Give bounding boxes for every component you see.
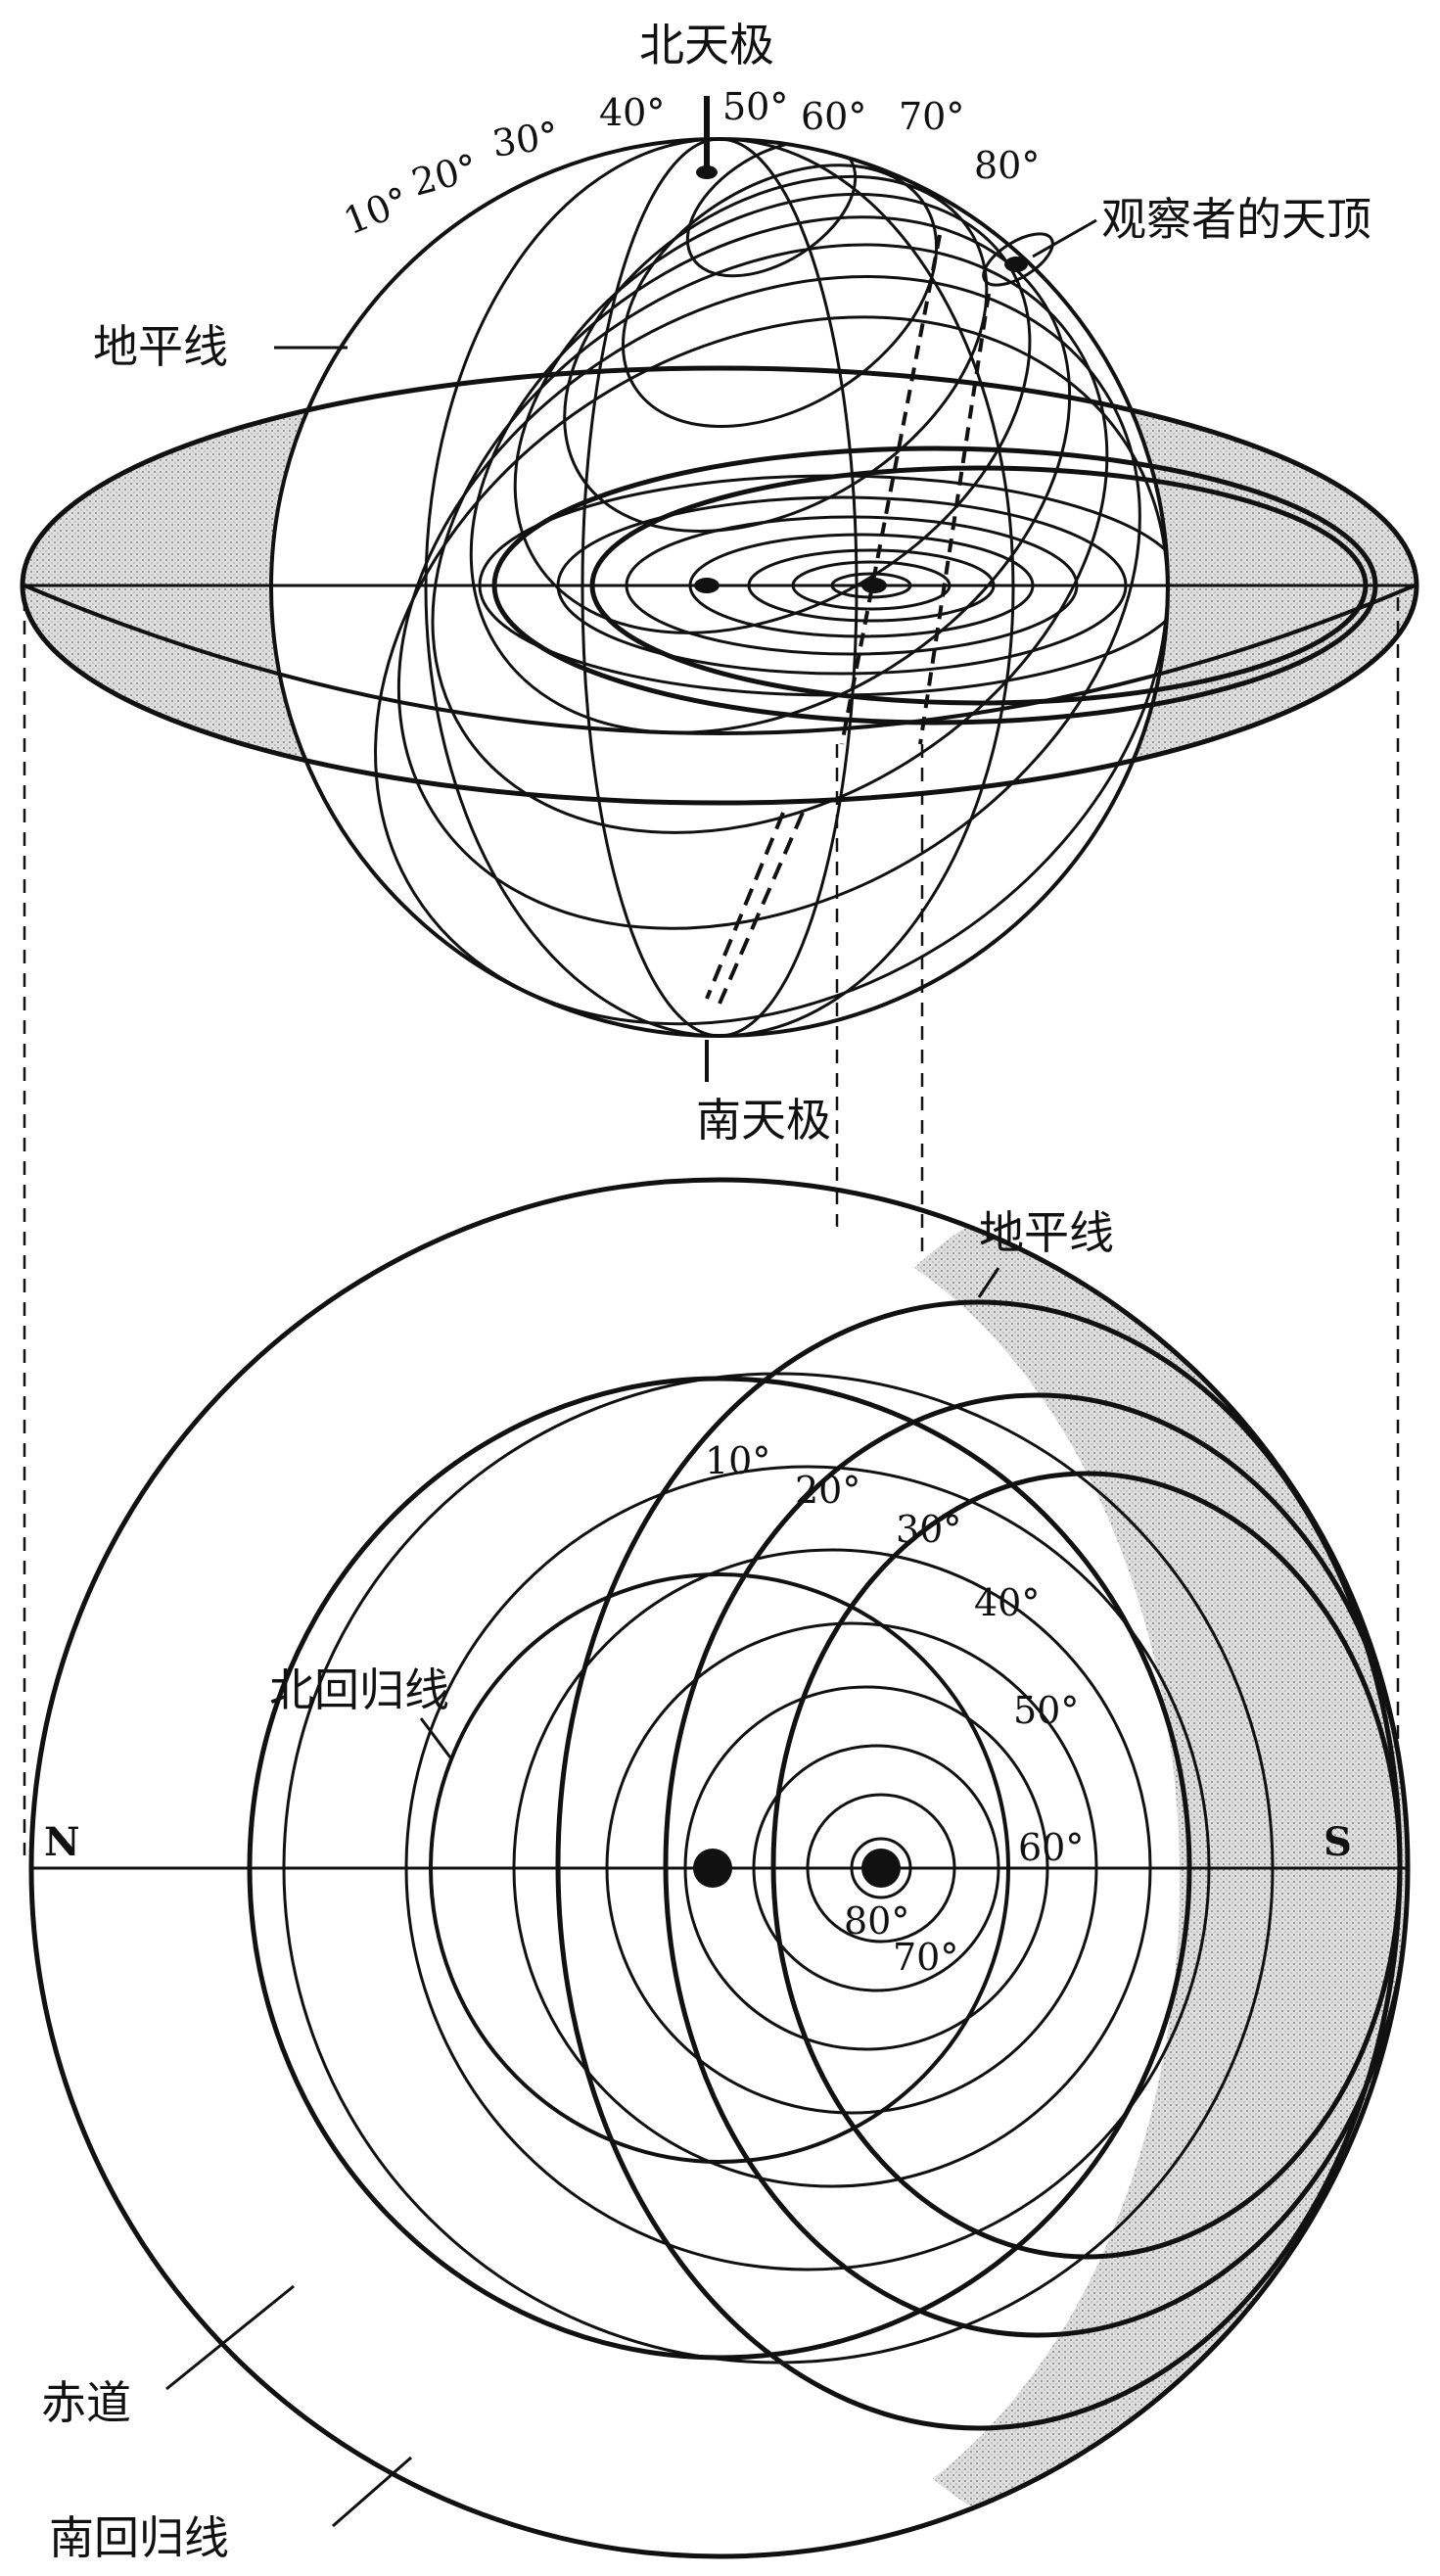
top-center-dot: [694, 578, 720, 593]
equator-label: 赤道: [41, 2376, 131, 2429]
zenith-leader: [1032, 218, 1097, 258]
zenith-ellipse: [982, 232, 1054, 287]
south-pole-label: 南天极: [696, 1094, 831, 1147]
tropic-capricorn-label: 南回归线: [49, 2511, 229, 2564]
south-axis-2: [705, 812, 785, 1000]
top-deg-40: 40°: [599, 91, 665, 134]
bottom-deg-20: 20°: [795, 1469, 860, 1512]
zenith-dashed-lines: [840, 234, 991, 745]
top-altitude-circle-70: [621, 164, 939, 429]
bottom-pole-dot: [693, 1849, 732, 1888]
bottom-deg-60: 60°: [1018, 1826, 1084, 1869]
top-altitude-circle-20: [396, 275, 1141, 930]
bottom-deg-10: 10°: [705, 1439, 770, 1482]
zenith-drop-2: [918, 293, 991, 745]
south-label: S: [1324, 1819, 1352, 1865]
equator-leader: [165, 2284, 295, 2391]
bottom-horizon-ellipse-3: [770, 1471, 1403, 2260]
top-celestial-sphere-figure: 北天极 南天极 观察者的天顶 地平线 10° 20° 30° 40° 50° 6…: [20, 19, 1419, 1147]
bottom-horizon-ellipses: [555, 1299, 1408, 2431]
bottom-zenith-dot: [861, 1849, 901, 1888]
top-sphere-fill: [271, 139, 1168, 1036]
south-axis-1: [718, 812, 805, 1005]
bottom-deg-50: 50°: [1013, 1689, 1079, 1732]
bottom-deg-30: 30°: [896, 1508, 961, 1551]
top-meridian-1: [581, 139, 859, 1036]
top-altitude-circle-30: [431, 243, 1109, 834]
top-deg-10: 10°: [338, 178, 415, 243]
tropic-cancer-label: 北回归线: [269, 1663, 449, 1716]
north-pole-label: 北天极: [639, 19, 774, 71]
top-horizon-label: 地平线: [93, 320, 228, 373]
north-pole-dot: [696, 165, 718, 179]
north-label: N: [44, 1819, 80, 1865]
top-deg-80: 80°: [974, 144, 1040, 187]
tropic-cancer-leader: [419, 1717, 452, 1758]
zenith-drop-1: [840, 234, 942, 745]
top-deg-50: 50°: [722, 85, 788, 128]
top-altitude-circle-40: [469, 215, 1072, 734]
top-deg-60: 60°: [801, 95, 866, 138]
bottom-deg-40: 40°: [974, 1581, 1040, 1624]
top-altitude-circle-10: [374, 315, 1168, 1026]
bottom-horizon-ellipse-2: [663, 1392, 1408, 2338]
top-horizon-disc-lower-rim: [23, 584, 1416, 735]
top-altitude-circle-80: [685, 139, 858, 278]
bottom-deg-70: 70°: [893, 1936, 958, 1979]
top-deg-20: 20°: [407, 146, 482, 205]
top-meridian-2: [424, 139, 1015, 1036]
top-deg-30: 30°: [489, 114, 561, 165]
top-altitude-circle-60: [563, 174, 989, 533]
bottom-projection-figure: 地平线 北回归线 赤道 南回归线 N S 10° 20° 30° 40° 50°…: [28, 1177, 1411, 2564]
zenith-label: 观察者的天顶: [1101, 193, 1371, 246]
south-pole-axis: [705, 812, 805, 1005]
bottom-horizon-label: 地平线: [979, 1206, 1114, 1259]
top-deg-70: 70°: [899, 95, 964, 138]
zenith-dot: [1004, 257, 1028, 272]
bottom-horizon-leader: [977, 1267, 1000, 1298]
tropic-capricorn-leader: [332, 2456, 412, 2528]
top-projected-zenith-dot: [861, 578, 887, 593]
bottom-deg-80: 80°: [844, 1899, 909, 1943]
